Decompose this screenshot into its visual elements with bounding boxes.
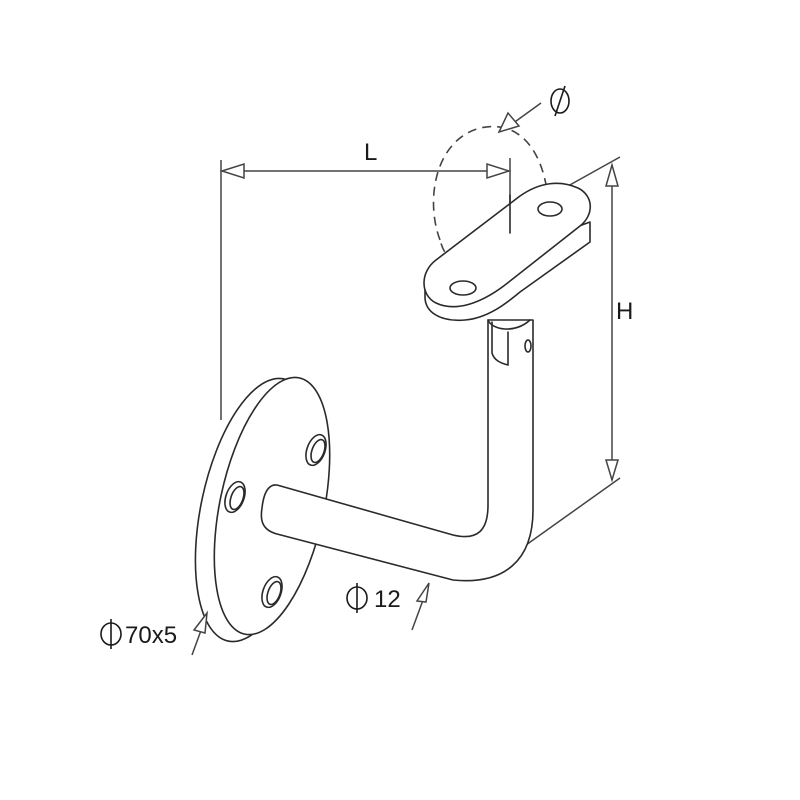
rail-diameter-leader-line xyxy=(511,102,542,125)
diameter-symbol-rail xyxy=(550,85,570,117)
rod-diameter-leader xyxy=(411,582,430,631)
length-label: L xyxy=(364,139,377,166)
screw-hole-bottom xyxy=(261,575,283,609)
height-extension-line-top xyxy=(567,156,621,187)
stem-pin-hole xyxy=(524,339,532,353)
length-arrow-right xyxy=(486,162,512,180)
rail-diameter-arrow xyxy=(497,111,521,134)
rod-diameter-arrow xyxy=(415,582,430,603)
stem-collar xyxy=(487,319,531,330)
wall-plate-dimension-leader xyxy=(191,610,209,656)
saddle-plate xyxy=(423,182,592,322)
saddle-hole-right xyxy=(537,201,563,217)
height-dimension xyxy=(518,156,621,551)
wall-plate-arrow xyxy=(192,610,209,634)
saddle-hole-left xyxy=(449,280,477,296)
height-extension-line-bottom xyxy=(518,477,621,551)
height-arrow-top xyxy=(605,162,619,187)
diameter-symbol-plate xyxy=(100,619,122,649)
rod-body xyxy=(260,319,534,582)
length-dimension xyxy=(219,158,512,420)
stem-slot xyxy=(491,321,509,366)
screw-hole-left xyxy=(224,480,246,514)
height-label: H xyxy=(616,298,633,325)
wall-plate-label: 70x5 xyxy=(125,622,177,649)
length-arrow-left xyxy=(219,162,245,180)
rod-diameter-label: 12 xyxy=(374,586,401,613)
height-arrow-bottom xyxy=(604,459,620,483)
screw-hole-top xyxy=(305,433,327,467)
rail-diameter-leader xyxy=(497,102,542,134)
saddle-plate-top xyxy=(423,182,592,308)
bracket-rod xyxy=(260,319,534,582)
diameter-symbol-rod xyxy=(346,583,368,613)
